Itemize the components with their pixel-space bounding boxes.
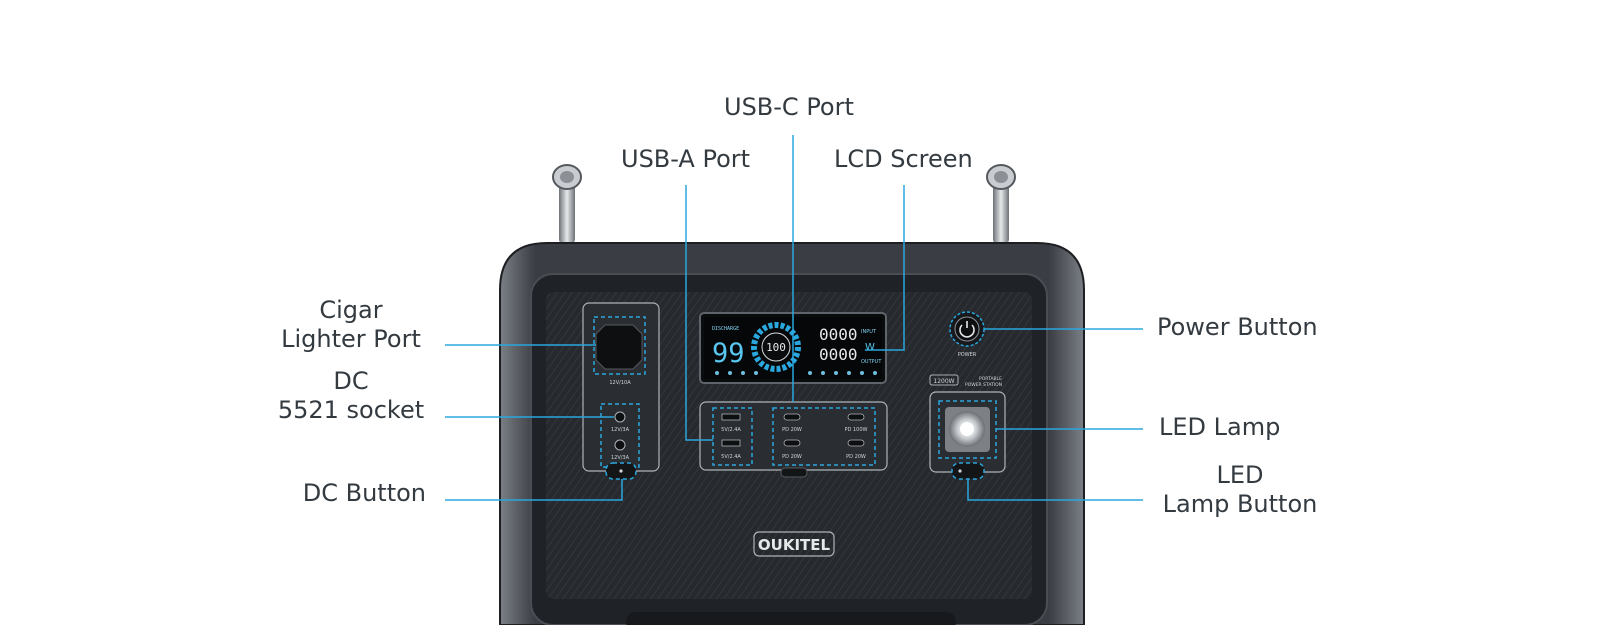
led-lamp-button[interactable] [951, 462, 985, 480]
led-lamp-button-label: LED Lamp Button [1162, 461, 1318, 518]
cigar-rating-label: 12V/10A [609, 380, 631, 386]
dc-button-callout-line [445, 479, 623, 501]
product-line-1: PORTABLE [979, 376, 1002, 382]
usb-a-callout-line [685, 185, 713, 441]
usb-a-port-label: USB-A Port [621, 145, 751, 173]
cigar-lighter-port-label: Cigar Lighter Port [281, 296, 421, 353]
lcd-ring-value: 100 [766, 341, 786, 354]
lcd-output-value: 0000 [819, 345, 858, 364]
usb-a-ports: 5V/2.4A 5V/2.4A [712, 407, 753, 466]
dc-rating-1: 12V/3A [611, 427, 630, 433]
power-button[interactable] [949, 311, 985, 347]
lcd-input-value: 0000 [819, 325, 858, 344]
usb-a-rating-1: 5V/2.4A [721, 427, 741, 433]
led-lamp [938, 400, 997, 459]
led-lamp-label: LED Lamp [1159, 413, 1281, 441]
left-handle [552, 164, 582, 245]
lcd-callout-line [865, 185, 905, 351]
right-handle [986, 164, 1016, 245]
lcd-screen-label: LCD Screen [834, 145, 973, 173]
power-label: POWER [958, 352, 977, 358]
lcd-battery-percent: 99 [712, 338, 745, 369]
dc-rating-2: 12V/3A [611, 455, 630, 461]
usb-c-ports: PD 20W PD 100W PD 20W PD 20W [772, 407, 876, 466]
usb-a-rating-2: 5V/2.4A [721, 454, 741, 460]
power-button-label: Power Button [1157, 313, 1318, 341]
usbc-rating-3: PD 20W [782, 454, 802, 460]
usbc-rating-2: PD 100W [845, 427, 868, 433]
lcd-output-label: OUTPUT [861, 359, 882, 365]
capacity-badge: 1200W [933, 378, 954, 385]
usbc-rating-1: PD 20W [782, 427, 802, 433]
brand-logo: OUKITEL [758, 536, 831, 554]
usbc-rating-4: PD 20W [846, 454, 866, 460]
dc-button[interactable] [605, 462, 637, 480]
lcd-discharge-label: DISCHARGE [712, 326, 739, 332]
usb-panel-button[interactable] [780, 467, 808, 478]
lcd-input-label: INPUT [861, 329, 877, 335]
cigar-lighter-socket [593, 316, 646, 375]
callout-lines [445, 135, 1143, 501]
dc-socket-label: DC 5521 socket [277, 367, 425, 424]
dc-button-label: DC Button [302, 479, 426, 507]
led-lamp-button-callout-line [967, 479, 1143, 501]
product-line-2: POWER STATION [965, 382, 1002, 388]
lcd-unit: W [865, 342, 875, 353]
usb-c-port-label: USB-C Port [724, 93, 854, 121]
